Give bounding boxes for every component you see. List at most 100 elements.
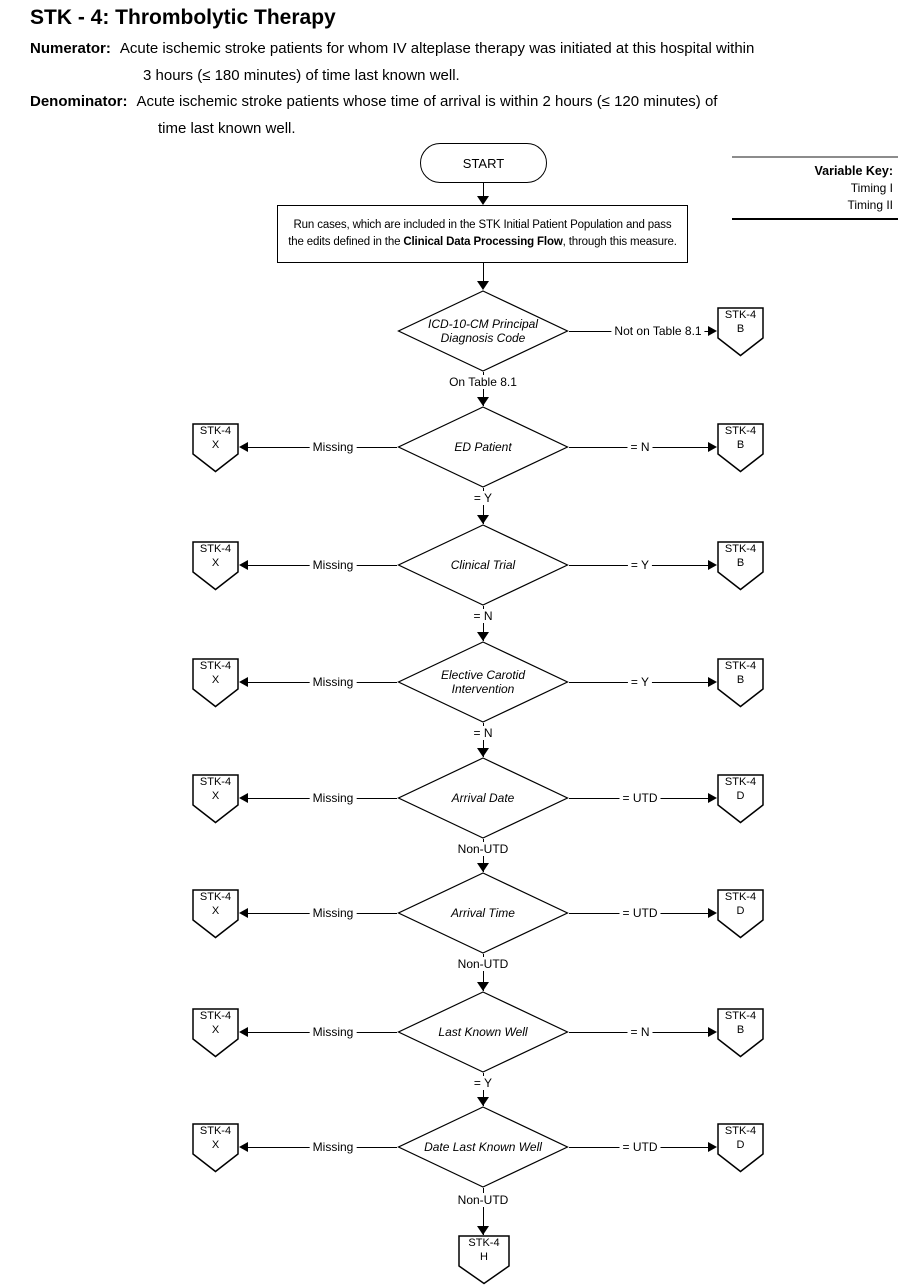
diamond-shape bbox=[397, 290, 569, 372]
edge-label-down: = Y bbox=[470, 1076, 496, 1090]
arrowhead-left-icon bbox=[239, 1027, 248, 1037]
pentagon-shape bbox=[717, 307, 764, 357]
process-run-cases: Run cases, which are included in the STK… bbox=[277, 205, 688, 263]
connector-line bbox=[483, 488, 484, 524]
edge-label-equals: = UTD bbox=[619, 1140, 661, 1154]
connector-line bbox=[483, 263, 484, 281]
pentagon-shape bbox=[717, 1123, 764, 1173]
edge-label-equals: = UTD bbox=[619, 906, 661, 920]
arrowhead-down-icon bbox=[477, 397, 489, 406]
edge-label-missing: Missing bbox=[309, 1140, 357, 1154]
numerator-line1: Numerator:Acute ischemic stroke patients… bbox=[30, 40, 755, 57]
edge-label-down: = Y bbox=[470, 491, 496, 505]
edge-label-equals: = N bbox=[627, 440, 653, 454]
arrowhead-left-icon bbox=[239, 560, 248, 570]
connector-line bbox=[483, 1188, 484, 1235]
numerator-label: Numerator: bbox=[30, 40, 111, 57]
arrowhead-left-icon bbox=[239, 908, 248, 918]
edge-label-on-table: On Table 8.1 bbox=[446, 375, 520, 389]
edge-label-down: = N bbox=[470, 609, 496, 623]
arrowhead-down-icon bbox=[477, 632, 489, 641]
edge-label-missing: Missing bbox=[309, 675, 357, 689]
arrowhead-left-icon bbox=[239, 1142, 248, 1152]
pentagon-shape bbox=[192, 541, 239, 591]
edge-label-equals: = UTD bbox=[619, 791, 661, 805]
pentagon-shape bbox=[192, 1123, 239, 1173]
diamond-shape bbox=[397, 524, 569, 606]
decision-ed-patient: ED Patient bbox=[397, 406, 569, 488]
variable-key-item: Timing I bbox=[850, 181, 893, 195]
variable-key-rule-bottom bbox=[732, 218, 898, 220]
edge-label-missing: Missing bbox=[309, 906, 357, 920]
edge-label-equals: = Y bbox=[627, 558, 653, 572]
edge-label-equals: = Y bbox=[627, 675, 653, 689]
arrowhead-left-icon bbox=[239, 793, 248, 803]
arrowhead-down-icon bbox=[477, 748, 489, 757]
edge-label-not-on-table: Not on Table 8.1 bbox=[611, 324, 705, 338]
variable-key: Variable Key: Timing I Timing II bbox=[732, 156, 898, 220]
edge-label-down: Non-UTD bbox=[454, 842, 512, 856]
edge-label-missing: Missing bbox=[309, 1025, 357, 1039]
decision-clinical-trial: Clinical Trial bbox=[397, 524, 569, 606]
pentagon-shape bbox=[192, 774, 239, 824]
edge-label-down: = N bbox=[470, 726, 496, 740]
pentagon-shape bbox=[717, 774, 764, 824]
arrowhead-left-icon bbox=[239, 442, 248, 452]
diamond-shape bbox=[397, 641, 569, 723]
start-terminator: START bbox=[420, 143, 547, 183]
edge-label-missing: Missing bbox=[309, 558, 357, 572]
arrowhead-right-icon bbox=[708, 326, 717, 336]
connector-line bbox=[483, 372, 484, 406]
pentagon-shape bbox=[717, 889, 764, 939]
arrowhead-right-icon bbox=[708, 442, 717, 452]
pentagon-shape bbox=[717, 423, 764, 473]
arrowhead-down-icon bbox=[477, 1097, 489, 1106]
connector-line bbox=[483, 954, 484, 991]
edge-label-down: Non-UTD bbox=[454, 957, 512, 971]
page-title: STK - 4: Thrombolytic Therapy bbox=[30, 6, 336, 29]
decision-date-last-known-well: Date Last Known Well bbox=[397, 1106, 569, 1188]
numerator-line2: 3 hours (≤ 180 minutes) of time last kno… bbox=[143, 66, 460, 84]
edge-label-equals: = N bbox=[627, 1025, 653, 1039]
arrowhead-right-icon bbox=[708, 908, 717, 918]
measure-description: Numerator:Acute ischemic stroke patients… bbox=[30, 36, 878, 142]
variable-key-rule-top bbox=[732, 156, 898, 158]
edge-label-missing: Missing bbox=[309, 791, 357, 805]
arrowhead-right-icon bbox=[708, 793, 717, 803]
arrowhead-left-icon bbox=[239, 677, 248, 687]
pentagon-shape bbox=[192, 1008, 239, 1058]
decision-last-known-well: Last Known Well bbox=[397, 991, 569, 1073]
arrowhead-down-icon bbox=[477, 281, 489, 290]
diamond-shape bbox=[397, 991, 569, 1073]
connector-line bbox=[483, 723, 484, 757]
decision-arrival-date: Arrival Date bbox=[397, 757, 569, 839]
arrowhead-down-icon bbox=[477, 1226, 489, 1235]
diamond-shape bbox=[397, 872, 569, 954]
pentagon-shape bbox=[717, 541, 764, 591]
denominator-line2: time last known well. bbox=[158, 119, 296, 137]
variable-key-item: Timing II bbox=[847, 198, 893, 212]
connector-line bbox=[483, 183, 484, 197]
arrowhead-down-icon bbox=[477, 982, 489, 991]
arrowhead-down-icon bbox=[477, 196, 489, 205]
denominator-label: Denominator: bbox=[30, 93, 128, 110]
denominator-line1: Denominator:Acute ischemic stroke patien… bbox=[30, 93, 718, 110]
connector-line bbox=[483, 606, 484, 641]
pentagon-shape bbox=[458, 1235, 510, 1285]
pentagon-shape bbox=[192, 658, 239, 708]
